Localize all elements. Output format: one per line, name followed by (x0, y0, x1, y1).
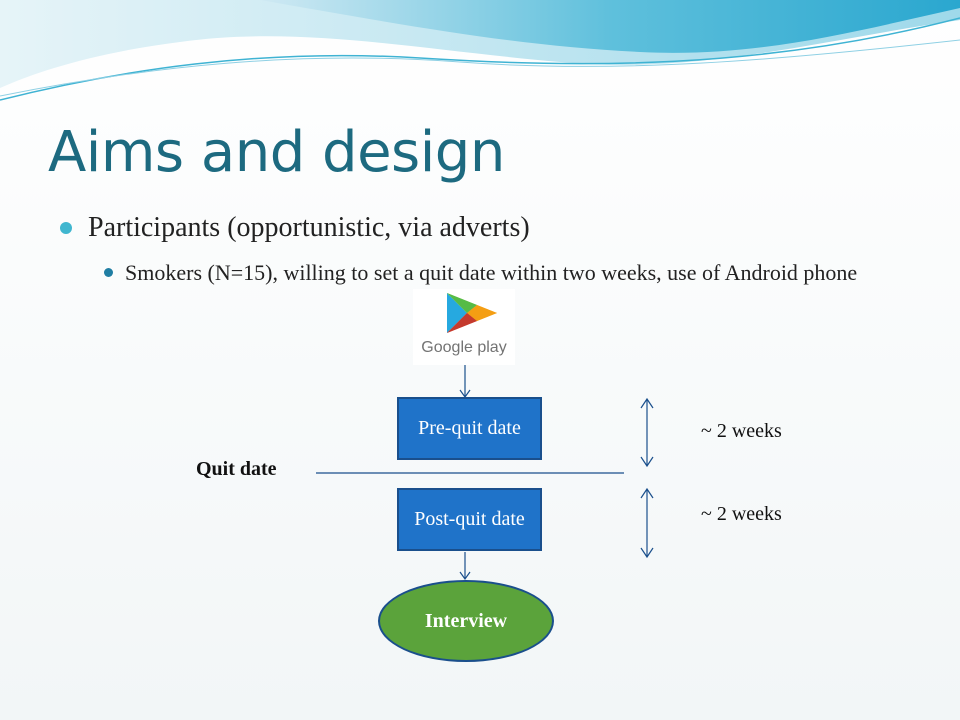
bullet-participants: Participants (opportunistic, via adverts… (88, 212, 530, 243)
duration-label-post: ~ 2 weeks (701, 503, 782, 525)
google-play-label: Google play (421, 339, 507, 356)
play-triangle-icon (447, 293, 497, 333)
google-play-logo: Google play (413, 289, 515, 365)
interview-label: Interview (424, 609, 508, 632)
page-title: Aims and design (48, 120, 505, 185)
bullet-smokers: Smokers (N=15), willing to set a quit da… (125, 260, 858, 285)
bullet-dot (60, 222, 72, 234)
post-quit-box: Post-quit date (397, 488, 542, 551)
post-quit-label: Post-quit date (414, 508, 525, 530)
duration-label-pre: ~ 2 weeks (701, 420, 782, 442)
pre-quit-label: Pre-quit date (418, 417, 521, 439)
interview-node: Interview (378, 580, 554, 662)
quit-date-label: Quit date (196, 458, 277, 480)
pre-quit-box: Pre-quit date (397, 397, 542, 460)
sub-bullet-dot (104, 268, 113, 277)
